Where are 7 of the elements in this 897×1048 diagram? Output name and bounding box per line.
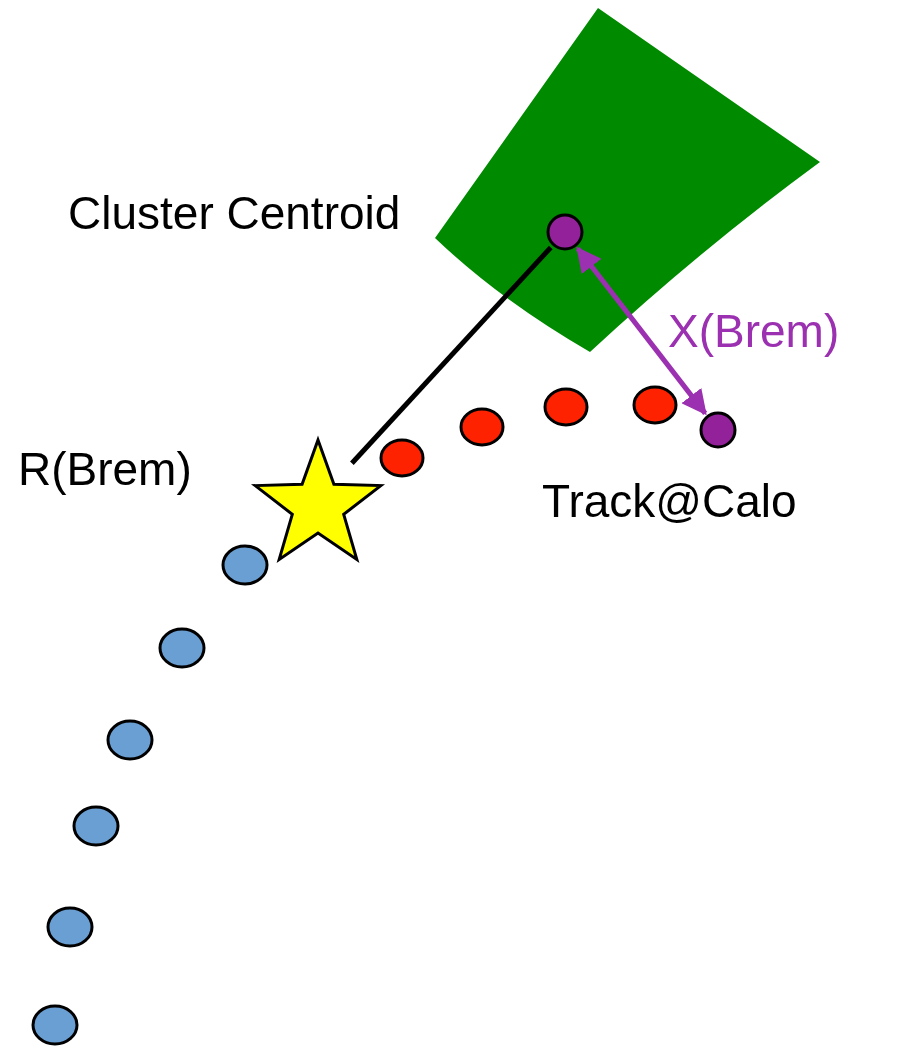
connector-line xyxy=(350,245,553,465)
arrow xyxy=(575,246,708,416)
point-marker xyxy=(699,411,737,449)
point-label: Track@Calo xyxy=(542,478,797,524)
point-label: Cluster Centroid xyxy=(68,190,401,236)
star-marker xyxy=(248,435,388,565)
point-marker xyxy=(546,213,584,251)
